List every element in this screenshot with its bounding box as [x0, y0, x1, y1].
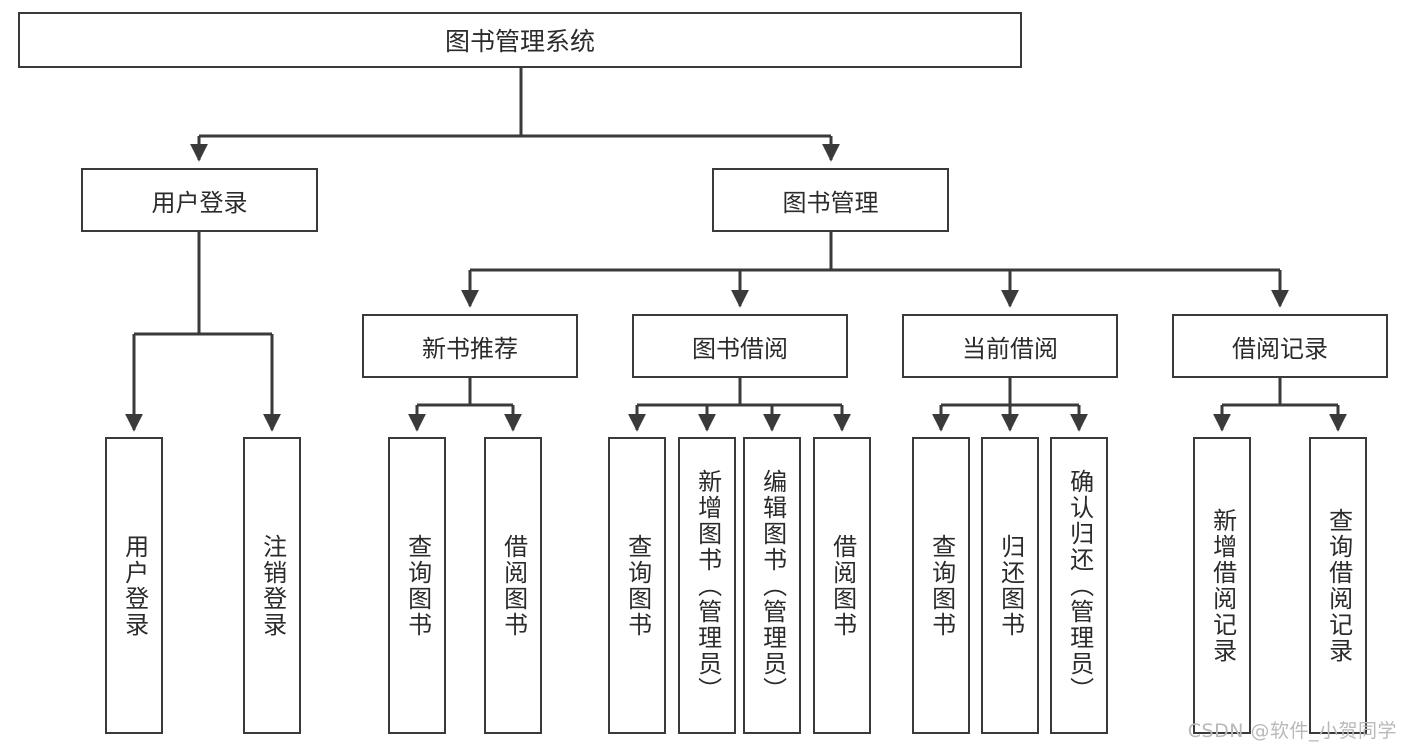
leaf-current-confirm-return-admin-label: 确认归还（管理员） — [1065, 468, 1094, 703]
leaf-borrow-borrow-book[interactable]: 借阅图书 — [813, 437, 871, 734]
leaf-current-confirm-return-admin[interactable]: 确认归还（管理员） — [1050, 437, 1108, 734]
leaf-user-login-logout[interactable]: 注销登录 — [243, 437, 301, 734]
node-book-management-label: 图书管理 — [782, 188, 879, 217]
leaf-user-login-logout-label: 注销登录 — [258, 533, 287, 638]
node-user-login[interactable]: 用户登录 — [81, 168, 318, 232]
node-book-borrow-label: 图书借阅 — [692, 334, 788, 363]
leaf-current-query-book-label: 查询图书 — [927, 533, 956, 638]
leaf-borrow-edit-book-admin-label: 编辑图书（管理员） — [758, 468, 787, 703]
node-borrow-record-label: 借阅记录 — [1232, 334, 1328, 363]
leaf-record-query-record-label: 查询借阅记录 — [1324, 507, 1353, 664]
node-current-borrow-label: 当前借阅 — [962, 334, 1058, 363]
node-new-book-recommend[interactable]: 新书推荐 — [362, 314, 578, 378]
leaf-user-login-login-label: 用户登录 — [120, 533, 149, 638]
leaf-record-add-record-label: 新增借阅记录 — [1208, 507, 1237, 664]
node-root-label: 图书管理系统 — [444, 27, 595, 56]
leaf-borrow-borrow-book-label: 借阅图书 — [828, 533, 857, 638]
leaf-recommend-borrow-book[interactable]: 借阅图书 — [484, 437, 542, 734]
leaf-recommend-query-book-label: 查询图书 — [403, 533, 432, 638]
node-book-management[interactable]: 图书管理 — [712, 168, 949, 232]
leaf-borrow-query-book[interactable]: 查询图书 — [608, 437, 666, 734]
leaf-borrow-add-book-admin[interactable]: 新增图书（管理员） — [678, 437, 736, 734]
leaf-user-login-login[interactable]: 用户登录 — [105, 437, 163, 734]
leaf-borrow-edit-book-admin[interactable]: 编辑图书（管理员） — [743, 437, 801, 734]
leaf-recommend-borrow-book-label: 借阅图书 — [499, 533, 528, 638]
leaf-current-return-book[interactable]: 归还图书 — [981, 437, 1039, 734]
node-book-borrow[interactable]: 图书借阅 — [632, 314, 848, 378]
node-borrow-record[interactable]: 借阅记录 — [1172, 314, 1388, 378]
csdn-watermark: CSDN @软件_小贺同学 — [1187, 720, 1397, 742]
leaf-current-return-book-label: 归还图书 — [996, 533, 1025, 638]
leaf-current-query-book[interactable]: 查询图书 — [912, 437, 970, 734]
leaf-record-add-record[interactable]: 新增借阅记录 — [1193, 437, 1251, 734]
leaf-recommend-query-book[interactable]: 查询图书 — [388, 437, 446, 734]
leaf-borrow-add-book-admin-label: 新增图书（管理员） — [693, 468, 722, 703]
leaf-borrow-query-book-label: 查询图书 — [623, 533, 652, 638]
node-new-book-recommend-label: 新书推荐 — [422, 334, 518, 363]
leaf-record-query-record[interactable]: 查询借阅记录 — [1309, 437, 1367, 734]
node-current-borrow[interactable]: 当前借阅 — [902, 314, 1118, 378]
node-user-login-label: 用户登录 — [151, 188, 248, 217]
node-root[interactable]: 图书管理系统 — [18, 12, 1022, 68]
